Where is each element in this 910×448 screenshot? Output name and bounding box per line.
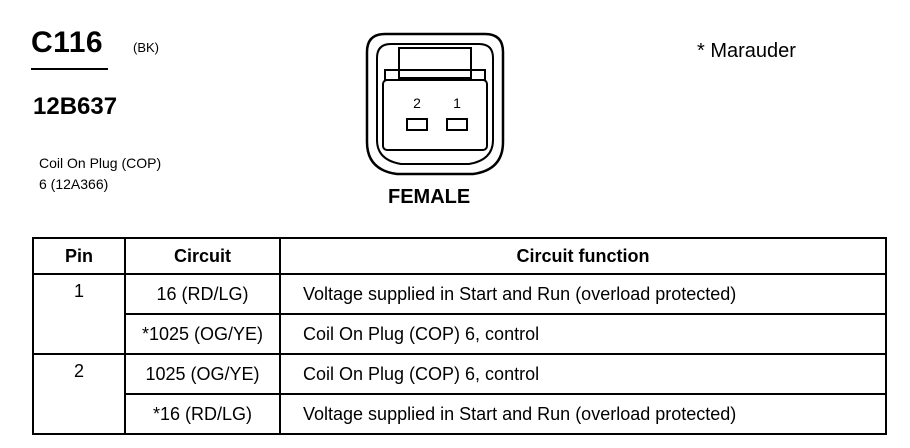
- connector-id-underline: [31, 68, 108, 70]
- circuit-function-cell: Voltage supplied in Start and Run (overl…: [279, 393, 887, 435]
- header-circuit-function: Circuit function: [279, 237, 887, 275]
- pin-cell: 2: [32, 353, 126, 394]
- header-circuit: Circuit: [124, 237, 281, 275]
- connector-color-code: (BK): [133, 40, 159, 55]
- circuit-cell: *1025 (OG/YE): [124, 313, 281, 355]
- connector-locking-tab: [398, 47, 472, 79]
- pin-2-label: 2: [413, 95, 421, 111]
- component-name: Coil On Plug (COP): [39, 155, 162, 171]
- pin-circuit-table: Pin Circuit Circuit function 1 16 (RD/LG…: [32, 237, 887, 435]
- table-row: 2 1025 (OG/YE) Coil On Plug (COP) 6, con…: [32, 353, 887, 395]
- circuit-function-cell: Coil On Plug (COP) 6, control: [279, 353, 887, 395]
- circuit-cell: 16 (RD/LG): [124, 273, 281, 315]
- connector-outer-shell: [365, 32, 505, 176]
- connector-gender-label: FEMALE: [388, 186, 471, 208]
- pin-cell: [32, 314, 126, 355]
- component-detail: 6 (12A366): [39, 176, 109, 192]
- pin-cell: [32, 394, 126, 435]
- pin-2-terminal: [406, 118, 428, 131]
- pin-1-terminal: [446, 118, 468, 131]
- table-header-row: Pin Circuit Circuit function: [32, 237, 887, 275]
- connector-face-diagram: 2 1: [365, 32, 505, 176]
- table-row: 1 16 (RD/LG) Voltage supplied in Start a…: [32, 273, 887, 315]
- header-pin: Pin: [32, 237, 126, 275]
- pin-cell: 1: [32, 273, 126, 314]
- part-number: 12B637: [33, 93, 118, 120]
- connector-id: C116: [31, 26, 104, 59]
- pin-1-label: 1: [453, 95, 461, 111]
- connector-inner-shell: [376, 43, 494, 165]
- connector-cavity: [382, 79, 488, 151]
- circuit-function-cell: Voltage supplied in Start and Run (overl…: [279, 273, 887, 315]
- circuit-cell: 1025 (OG/YE): [124, 353, 281, 395]
- circuit-function-cell: Coil On Plug (COP) 6, control: [279, 313, 887, 355]
- table-row: *16 (RD/LG) Voltage supplied in Start an…: [32, 393, 887, 435]
- circuit-cell: *16 (RD/LG): [124, 393, 281, 435]
- table-row: *1025 (OG/YE) Coil On Plug (COP) 6, cont…: [32, 313, 887, 355]
- model-note: * Marauder: [697, 40, 796, 62]
